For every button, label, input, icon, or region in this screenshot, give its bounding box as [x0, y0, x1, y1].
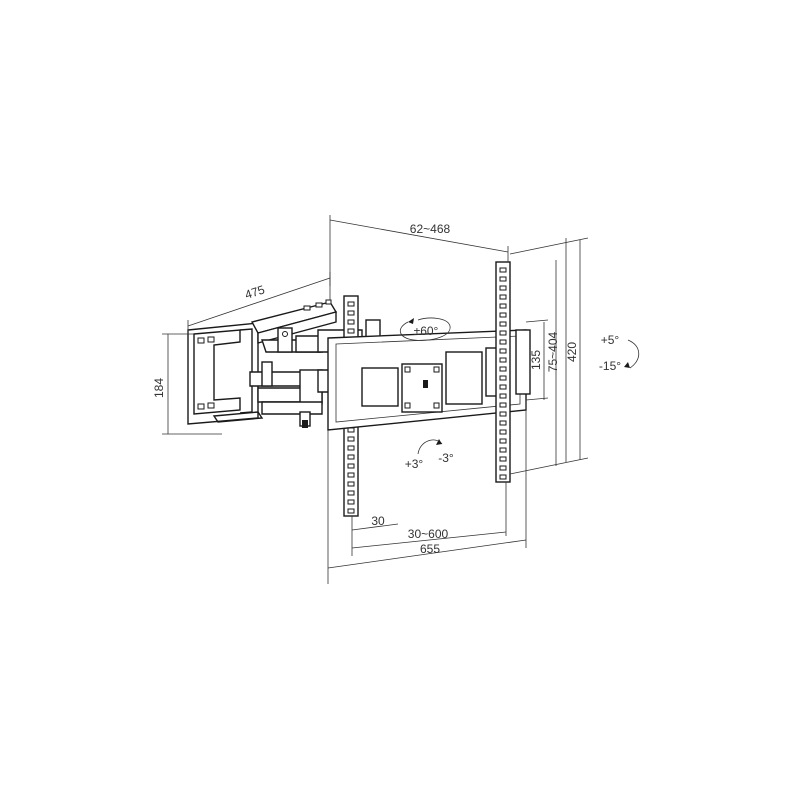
rail-slot-hole: [499, 348, 507, 354]
rail-slot-hole: [499, 276, 507, 282]
rail-slot-hole: [347, 427, 355, 433]
rail-slot-hole: [499, 339, 507, 345]
rail-slot-hole: [347, 445, 355, 451]
vesa-vertical-label: 75~404: [546, 331, 560, 372]
rail-slot-hole: [499, 321, 507, 327]
rail-slot-hole: [499, 456, 507, 462]
rail-slot-hole: [347, 490, 355, 496]
rail-slot-hole: [347, 508, 355, 514]
tilt-arrow-icon: [624, 339, 640, 369]
rail-slot-hole: [499, 402, 507, 408]
rail-slot-hole: [347, 328, 355, 334]
rail-slot-hole: [347, 436, 355, 442]
rotation-plus-label: +3°: [405, 457, 424, 471]
rail-slot-hole: [347, 454, 355, 460]
rail-slot-hole: [347, 310, 355, 316]
tilt-down-label: -15°: [599, 359, 621, 373]
min-spacing-label: 30: [371, 514, 385, 528]
rail-slot-hole: [499, 366, 507, 372]
rail-slot-hole: [499, 393, 507, 399]
vesa-horizontal-label: 30~600: [408, 527, 449, 541]
rail-slot-hole: [499, 447, 507, 453]
overall-width-label: 655: [420, 542, 440, 556]
rail-slot-hole: [499, 357, 507, 363]
rail-slot-hole: [499, 294, 507, 300]
rail-slot-hole: [499, 267, 507, 273]
rail-slot-hole: [499, 411, 507, 417]
rail-slot-hole: [347, 463, 355, 469]
rail-slot-hole: [499, 429, 507, 435]
rail-slot-hole: [347, 319, 355, 325]
swivel-arrow-icon: [400, 317, 451, 341]
dimension-lines: [162, 215, 589, 584]
rail-slot-hole: [499, 375, 507, 381]
overall-height-label: 420: [565, 342, 579, 362]
rail-slot-hole: [347, 472, 355, 478]
rail-slot-hole: [499, 474, 507, 480]
tilt-up-label: +5°: [601, 333, 620, 347]
rotation-minus-label: -3°: [438, 451, 454, 465]
rail-slot-hole: [499, 285, 507, 291]
horizontal-mounting-plate: [327, 329, 531, 431]
rail-slot-hole: [499, 303, 507, 309]
rail-slot-hole: [499, 330, 507, 336]
rail-slot-hole: [499, 465, 507, 471]
wall-plate: [187, 322, 264, 425]
rail-slot-hole: [499, 420, 507, 426]
wall-plate-height-label: 184: [152, 378, 166, 398]
rotation-arrow-icon: [417, 439, 443, 455]
arm-extension-label: 62~468: [410, 222, 451, 236]
arm-length-label: 475: [243, 282, 267, 302]
rail-slot-hole: [347, 301, 355, 307]
rail-slot-hole: [347, 499, 355, 505]
rail-slot-hole: [499, 438, 507, 444]
rail-slot-hole: [499, 384, 507, 390]
right-vertical-rail: [495, 261, 511, 483]
swivel-label: ±60°: [414, 324, 439, 338]
rail-slot-hole: [499, 312, 507, 318]
rail-slot-hole: [347, 481, 355, 487]
plate-height-label: 135: [529, 350, 543, 370]
